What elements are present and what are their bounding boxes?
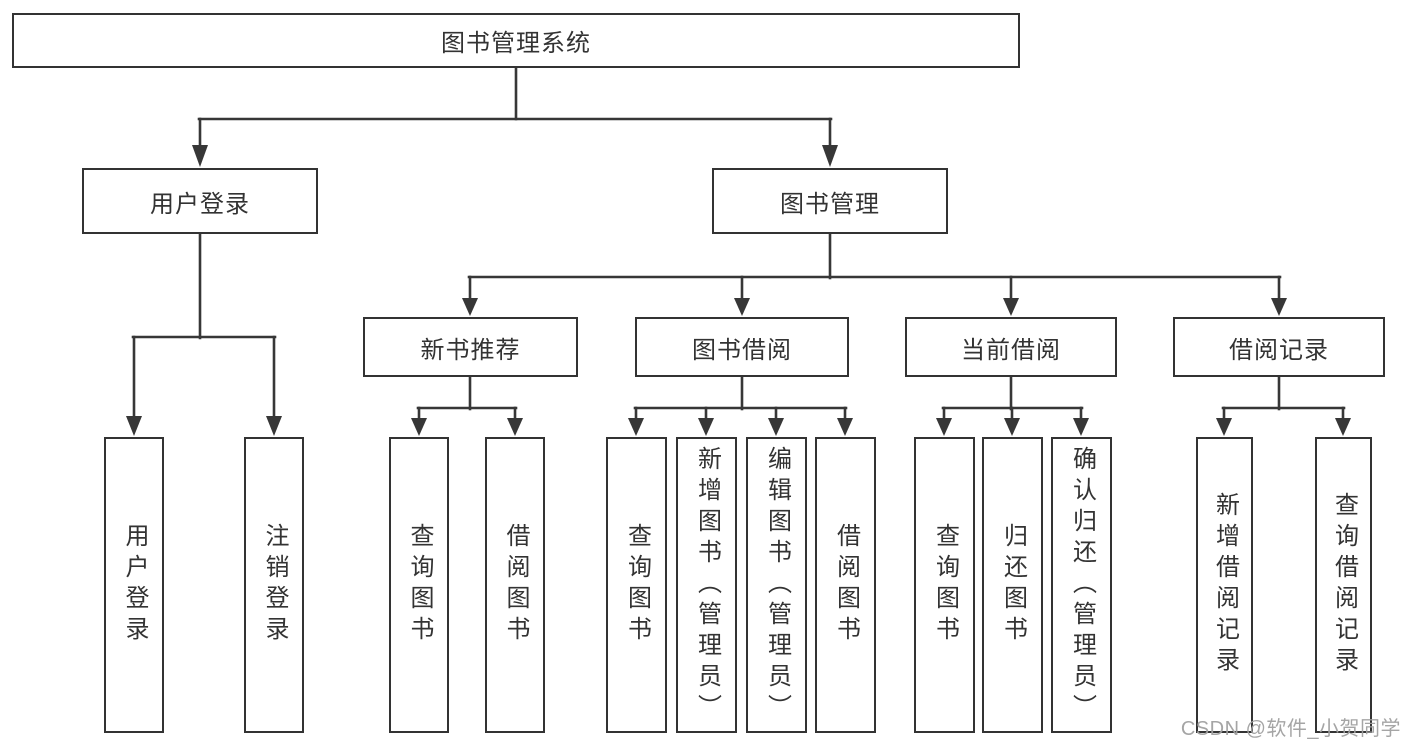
node-label: 新增借阅记录 xyxy=(1211,492,1239,678)
node-label: 借阅图书 xyxy=(502,523,529,647)
leaf-user-login: 用户登录 xyxy=(104,437,164,733)
node-label: 借阅记录 xyxy=(1229,336,1329,364)
node-label: 查询图书 xyxy=(406,523,433,647)
leaf-cb-query-books: 查询图书 xyxy=(914,437,975,733)
leaf-cb-confirm-return-admin: 确认归还（管理员） xyxy=(1051,437,1112,733)
node-label: 借阅图书 xyxy=(832,523,860,647)
leaf-logout: 注销登录 xyxy=(244,437,304,733)
node-label: 归还图书 xyxy=(999,523,1027,647)
node-user-login: 用户登录 xyxy=(82,168,318,234)
node-new-book-recommend: 新书推荐 xyxy=(363,317,578,377)
node-label: 编辑图书（管理员） xyxy=(763,445,791,725)
node-book-management: 图书管理 xyxy=(712,168,948,234)
node-label: 图书管理 xyxy=(780,190,880,218)
node-root-system: 图书管理系统 xyxy=(12,13,1020,68)
node-label: 查询借阅记录 xyxy=(1330,492,1358,678)
node-current-borrowing: 当前借阅 xyxy=(905,317,1117,377)
leaf-bb-add-books-admin: 新增图书（管理员） xyxy=(676,437,737,733)
node-label: 新书推荐 xyxy=(420,336,521,364)
leaf-cb-return-books: 归还图书 xyxy=(982,437,1043,733)
leaf-bb-edit-books-admin: 编辑图书（管理员） xyxy=(746,437,807,733)
node-label: 图书管理系统 xyxy=(441,30,591,57)
node-label: 注销登录 xyxy=(261,523,288,647)
node-label: 用户登录 xyxy=(121,523,148,647)
leaf-bb-query-books: 查询图书 xyxy=(606,437,667,733)
node-book-borrowing: 图书借阅 xyxy=(635,317,849,377)
node-label: 图书借阅 xyxy=(692,336,792,364)
node-label: 当前借阅 xyxy=(961,336,1061,364)
leaf-nbr-query-books: 查询图书 xyxy=(389,437,449,733)
leaf-bb-borrow-books: 借阅图书 xyxy=(815,437,876,733)
node-label: 查询图书 xyxy=(623,523,651,647)
node-label: 新增图书（管理员） xyxy=(693,445,721,725)
arrowhead-icons xyxy=(126,145,1351,436)
node-label: 确认归还（管理员） xyxy=(1068,445,1096,725)
leaf-br-query-record: 查询借阅记录 xyxy=(1315,437,1372,733)
node-label: 查询图书 xyxy=(931,523,959,647)
csdn-watermark: CSDN @软件_小贺同学 xyxy=(1180,718,1401,740)
leaf-br-add-record: 新增借阅记录 xyxy=(1196,437,1253,733)
leaf-nbr-borrow-books: 借阅图书 xyxy=(485,437,545,733)
node-label: 用户登录 xyxy=(150,190,250,218)
node-borrowing-records: 借阅记录 xyxy=(1173,317,1385,377)
